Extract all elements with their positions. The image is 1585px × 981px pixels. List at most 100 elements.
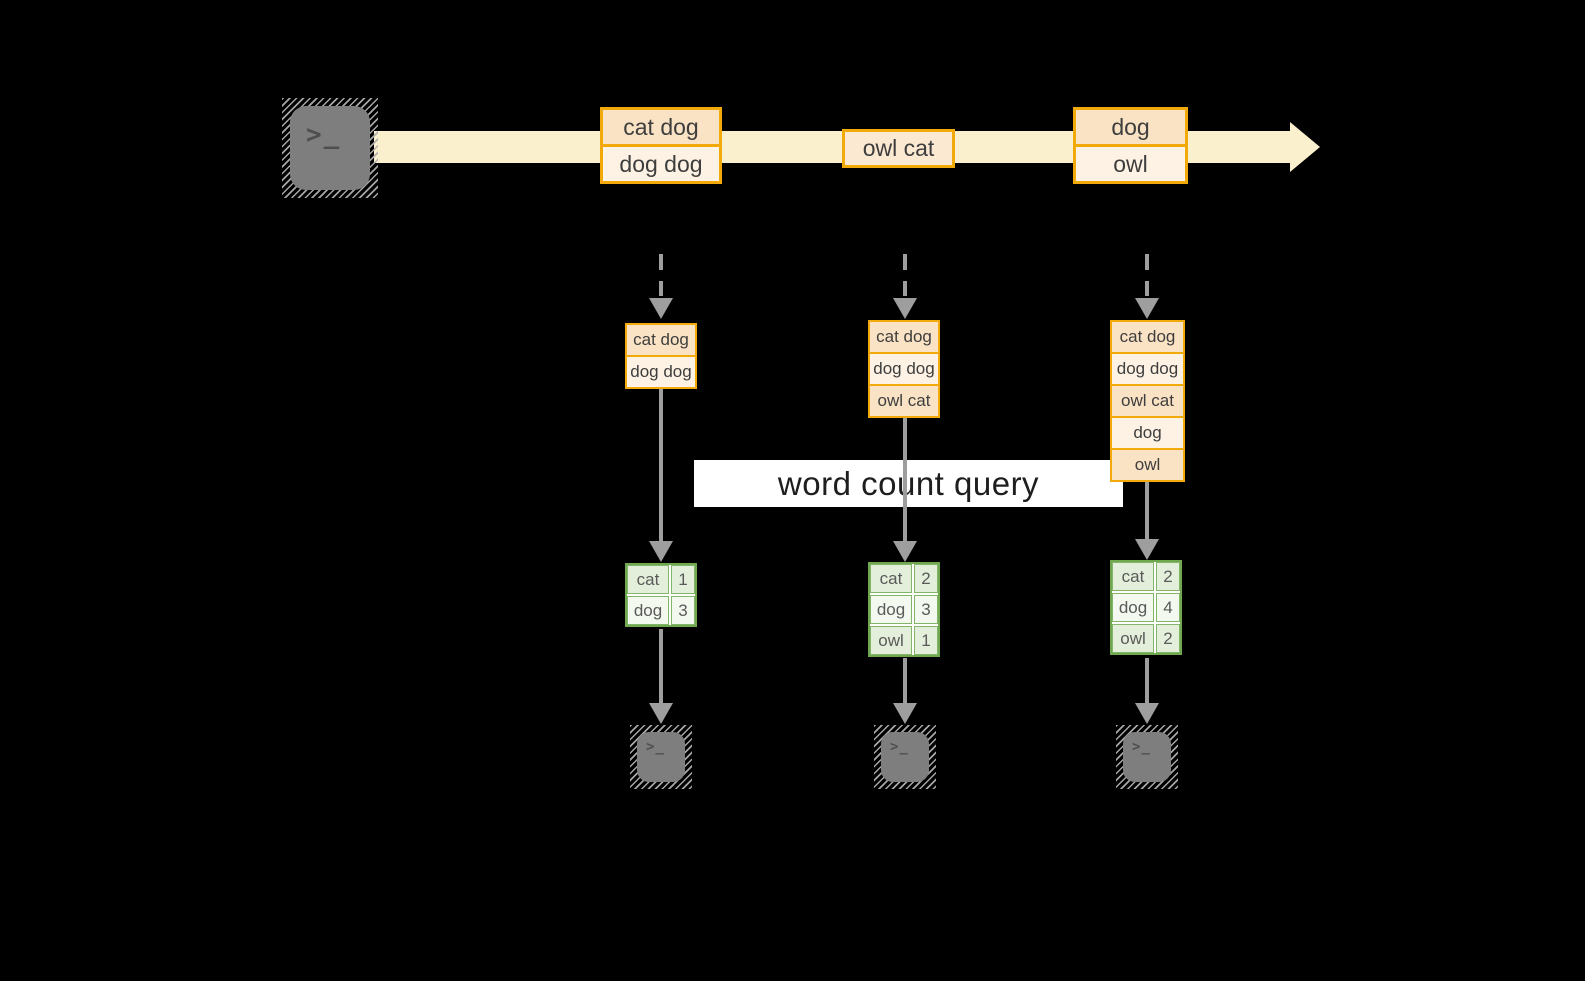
prompt-icon: >_ <box>890 739 909 755</box>
arrow-shaft <box>903 418 907 541</box>
state-record: dog dog <box>868 352 940 386</box>
arrow-shaft <box>659 629 663 703</box>
state-stack-2: cat dog dog dog owl cat <box>868 320 940 418</box>
state-record: cat dog <box>625 323 697 357</box>
arrow-shaft <box>1145 658 1149 703</box>
count-cell: 4 <box>1156 593 1180 622</box>
state-stack-3: cat dog dog dog owl cat dog owl <box>1110 320 1185 482</box>
count-text: 2 <box>1163 628 1173 648</box>
count-text: 1 <box>921 630 931 650</box>
state-record: dog dog <box>625 355 697 389</box>
word-cell: owl <box>1112 624 1154 653</box>
arrowhead-icon <box>893 541 917 562</box>
arrow-shaft <box>659 389 663 541</box>
word-text: owl <box>1120 628 1146 648</box>
record-text: owl <box>1113 150 1148 177</box>
record-text: dog <box>1111 113 1150 140</box>
record-text: dog dog <box>630 362 692 381</box>
stream-record: dog dog <box>600 144 722 184</box>
count-table-1: cat 1 dog 3 <box>625 563 697 627</box>
word-text: cat <box>1121 566 1145 586</box>
state-record: cat dog <box>1110 320 1185 354</box>
stream-event-2: owl cat <box>842 129 955 168</box>
record-text: owl cat <box>877 391 931 410</box>
count-cell: 1 <box>914 626 938 655</box>
word-cell: owl <box>870 626 912 655</box>
word-text: dog <box>633 600 663 620</box>
terminal-screen: >_ <box>1123 732 1171 782</box>
record-text: owl <box>1134 455 1161 474</box>
source-terminal-icon: >_ <box>282 98 378 198</box>
count-text: 3 <box>678 600 688 620</box>
record-text: dog dog <box>1116 359 1179 378</box>
stream-record: owl cat <box>842 129 955 168</box>
state-record: cat dog <box>868 320 940 354</box>
arrowhead-icon <box>1135 703 1159 724</box>
arrow-shaft <box>1145 482 1149 539</box>
dashed-arrowhead-icon <box>893 298 917 319</box>
sink-terminal-icon-1: >_ <box>630 725 692 789</box>
record-text: owl cat <box>862 135 935 161</box>
count-cell: 2 <box>1156 624 1180 653</box>
query-label: word count query <box>777 464 1040 502</box>
stream-arrowhead-icon <box>1290 122 1320 172</box>
word-text: owl <box>878 630 904 650</box>
count-cell: 2 <box>914 564 938 593</box>
stream-event-3: dog owl <box>1073 107 1188 184</box>
count-cell: 2 <box>1156 562 1180 591</box>
record-text: owl cat <box>1121 391 1174 410</box>
record-text: dog <box>1133 423 1162 442</box>
word-cell: dog <box>870 595 912 624</box>
record-text: cat dog <box>623 113 699 140</box>
sink-terminal-icon-3: >_ <box>1116 725 1178 789</box>
word-cell: cat <box>870 564 912 593</box>
record-text: dog dog <box>619 150 703 177</box>
word-text: dog <box>876 599 906 619</box>
arrow-shaft <box>903 658 907 703</box>
state-stack-1: cat dog dog dog <box>625 323 697 389</box>
query-banner: word count query <box>694 460 1123 507</box>
word-cell: cat <box>1112 562 1154 591</box>
arrowhead-icon <box>1135 539 1159 560</box>
count-cell: 1 <box>671 565 695 594</box>
count-cell: 3 <box>671 596 695 625</box>
stream-record: cat dog <box>600 107 722 147</box>
count-text: 3 <box>921 599 931 619</box>
prompt-icon: >_ <box>646 739 665 755</box>
record-text: dog dog <box>873 359 935 378</box>
count-text: 1 <box>678 569 688 589</box>
prompt-icon: >_ <box>306 120 342 150</box>
count-table-3: cat 2 dog 4 owl 2 <box>1110 560 1182 655</box>
terminal-screen: >_ <box>881 732 929 782</box>
record-text: cat dog <box>1119 327 1176 346</box>
count-text: 2 <box>921 568 931 588</box>
state-record: owl <box>1110 448 1185 482</box>
count-cell: 3 <box>914 595 938 624</box>
prompt-icon: >_ <box>1132 739 1151 755</box>
word-cell: dog <box>1112 593 1154 622</box>
word-text: cat <box>636 569 660 589</box>
state-record: owl cat <box>1110 384 1185 418</box>
record-text: cat dog <box>633 330 689 349</box>
dashed-arrowhead-icon <box>1135 298 1159 319</box>
word-cell: cat <box>627 565 669 594</box>
dashed-arrow-shaft <box>903 254 907 296</box>
terminal-screen: >_ <box>290 106 370 190</box>
stream-record: owl <box>1073 144 1188 184</box>
dashed-arrow-shaft <box>659 254 663 296</box>
state-record: dog <box>1110 416 1185 450</box>
arrowhead-icon <box>649 703 673 724</box>
dashed-arrow-shaft <box>1145 254 1149 296</box>
word-text: cat <box>879 568 903 588</box>
word-text: dog <box>1118 597 1148 617</box>
dashed-arrowhead-icon <box>649 298 673 319</box>
stream-record: dog <box>1073 107 1188 147</box>
count-text: 4 <box>1163 597 1173 617</box>
count-table-2: cat 2 dog 3 owl 1 <box>868 562 940 657</box>
state-record: dog dog <box>1110 352 1185 386</box>
record-text: cat dog <box>876 327 932 346</box>
word-cell: dog <box>627 596 669 625</box>
state-record: owl cat <box>868 384 940 418</box>
arrowhead-icon <box>649 541 673 562</box>
stream-event-1: cat dog dog dog <box>600 107 722 184</box>
